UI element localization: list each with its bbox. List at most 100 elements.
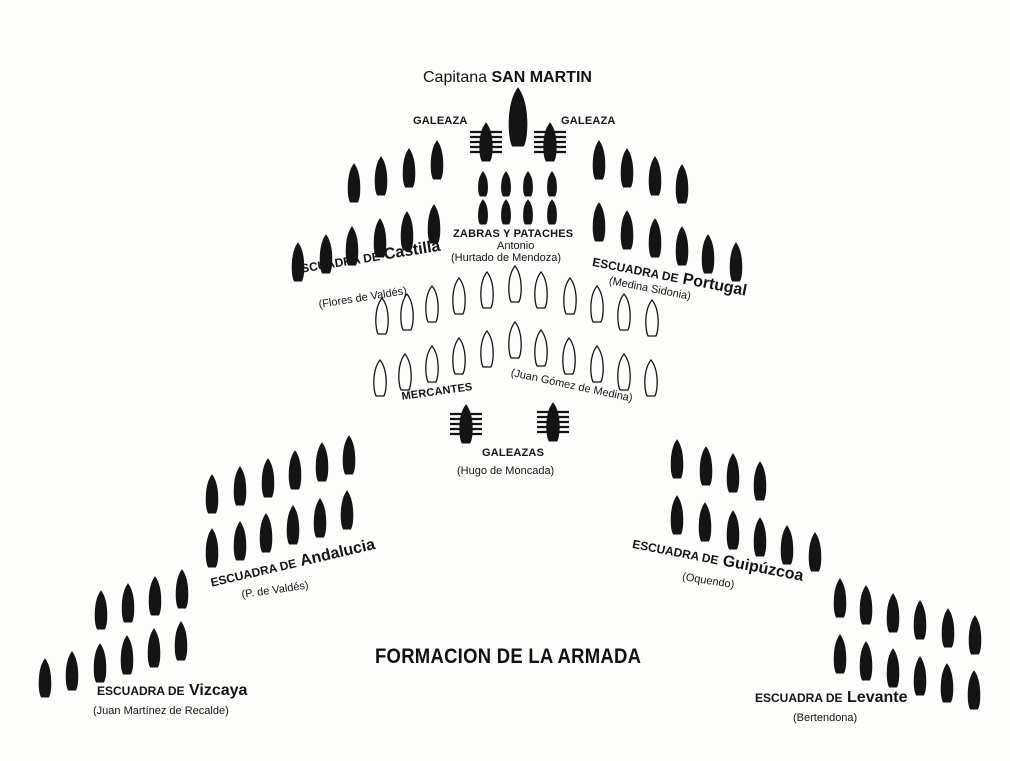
- zabras-label: ZABRAS Y PATACHES: [453, 228, 574, 240]
- guipuzcoa-ship: [670, 495, 684, 535]
- guipuzcoa-ship: [808, 532, 822, 572]
- guipuzcoa-ship: [780, 525, 794, 565]
- zabras-commander-name: Antonio: [497, 240, 535, 252]
- mercante-ship: [508, 264, 522, 303]
- portugal-ship: [675, 164, 689, 204]
- andalucia-ship: [259, 513, 273, 553]
- mercante-ship: [452, 336, 466, 375]
- levante-ship: [886, 648, 900, 688]
- mercante-ship: [534, 328, 548, 367]
- levante-ship: [913, 600, 927, 640]
- galeaza-right-label: GALEAZA: [561, 115, 616, 127]
- portugal-ship: [648, 218, 662, 258]
- portugal-ship: [701, 234, 715, 274]
- castilla-ship: [430, 140, 444, 180]
- castilla-ship: [373, 218, 387, 258]
- andalucia-ship: [205, 528, 219, 568]
- andalucia-ship: [205, 474, 219, 514]
- guipuzcoa-ship: [753, 461, 767, 501]
- zabra-ship: [547, 171, 557, 197]
- patache-ship: [478, 199, 488, 225]
- flagship-ship: [508, 87, 528, 147]
- vizcaya-ship: [93, 643, 107, 683]
- portugal-ship: [592, 140, 606, 180]
- patache-ship: [547, 199, 557, 225]
- andalucia-ship: [233, 521, 247, 561]
- guipuzcoa-ship: [698, 502, 712, 542]
- mercante-ship: [373, 358, 387, 397]
- andalucia-ship: [261, 458, 275, 498]
- mercante-ship: [562, 336, 576, 375]
- vizcaya-ship: [174, 621, 188, 661]
- mercante-ship: [398, 352, 412, 391]
- levante-ship: [886, 593, 900, 633]
- vizcaya-ship: [120, 635, 134, 675]
- levante-ship: [833, 634, 847, 674]
- flagship-prefix: Capitana: [423, 69, 488, 86]
- galeaza-rear-right-ship-hull: [546, 402, 560, 442]
- guipuzcoa-ship: [726, 510, 740, 550]
- mercante-ship: [617, 352, 631, 391]
- andalucia-ship: [340, 490, 354, 530]
- mercante-ship: [480, 270, 494, 309]
- patache-ship: [523, 199, 533, 225]
- levante-ship: [968, 615, 982, 655]
- mercante-ship: [425, 284, 439, 323]
- castilla-ship: [400, 211, 414, 251]
- squadron-vizcaya-label: ESCUADRA DE Vizcaya: [97, 683, 247, 699]
- guipuzcoa-ship: [753, 517, 767, 557]
- guipuzcoa-ship: [699, 446, 713, 486]
- mercante-ship: [375, 296, 389, 335]
- galeaza-left-label: GALEAZA: [413, 115, 468, 127]
- flagship-label: Capitana SAN MARTIN: [423, 70, 592, 86]
- squadron-prefix: ESCUADRA DE: [755, 691, 843, 705]
- andalucia-ship: [286, 505, 300, 545]
- zabra-ship: [478, 171, 488, 197]
- levante-ship: [859, 585, 873, 625]
- galeaza-rear-left-ship-hull: [459, 404, 473, 444]
- mercante-ship: [534, 270, 548, 309]
- castilla-ship: [374, 156, 388, 196]
- castilla-ship: [291, 242, 305, 282]
- zabras-commander: (Hurtado de Mendoza): [451, 252, 562, 264]
- diagram-title: FORMACION DE LA ARMADA: [375, 645, 642, 668]
- levante-ship: [967, 670, 981, 710]
- squadron-name: Levante: [847, 689, 908, 706]
- mercante-ship: [425, 344, 439, 383]
- andalucia-ship: [315, 442, 329, 482]
- levante-ship: [941, 608, 955, 648]
- castilla-ship: [427, 204, 441, 244]
- andalucia-ship: [342, 435, 356, 475]
- squadron-prefix: ESCUADRA DE: [97, 684, 185, 698]
- levante-ship: [940, 663, 954, 703]
- mercante-ship: [590, 284, 604, 323]
- patache-ship: [501, 199, 511, 225]
- castilla-ship: [319, 234, 333, 274]
- castilla-ship: [345, 226, 359, 266]
- andalucia-ship: [313, 498, 327, 538]
- levante-ship: [913, 656, 927, 696]
- castilla-ship: [347, 163, 361, 203]
- vizcaya-ship: [175, 569, 189, 609]
- portugal-ship: [592, 202, 606, 242]
- andalucia-ship: [288, 450, 302, 490]
- mercante-ship: [617, 292, 631, 331]
- zabra-ship: [523, 171, 533, 197]
- vizcaya-ship: [94, 590, 108, 630]
- squadron-levante-label: ESCUADRA DE Levante: [755, 690, 907, 706]
- mercante-ship: [508, 320, 522, 359]
- guipuzcoa-ship: [670, 439, 684, 479]
- mercante-ship: [644, 358, 658, 397]
- galeaza-right-ship-hull: [543, 122, 557, 162]
- squadron-name: Vizcaya: [189, 682, 248, 699]
- portugal-ship: [648, 156, 662, 196]
- portugal-ship: [675, 226, 689, 266]
- flagship-name: SAN MARTIN: [491, 69, 592, 86]
- galeazas-label: GALEAZAS: [482, 447, 545, 459]
- squadron-levante-commander: (Bertendona): [793, 712, 858, 724]
- andalucia-ship: [233, 466, 247, 506]
- mercante-ship: [480, 329, 494, 368]
- portugal-ship: [620, 210, 634, 250]
